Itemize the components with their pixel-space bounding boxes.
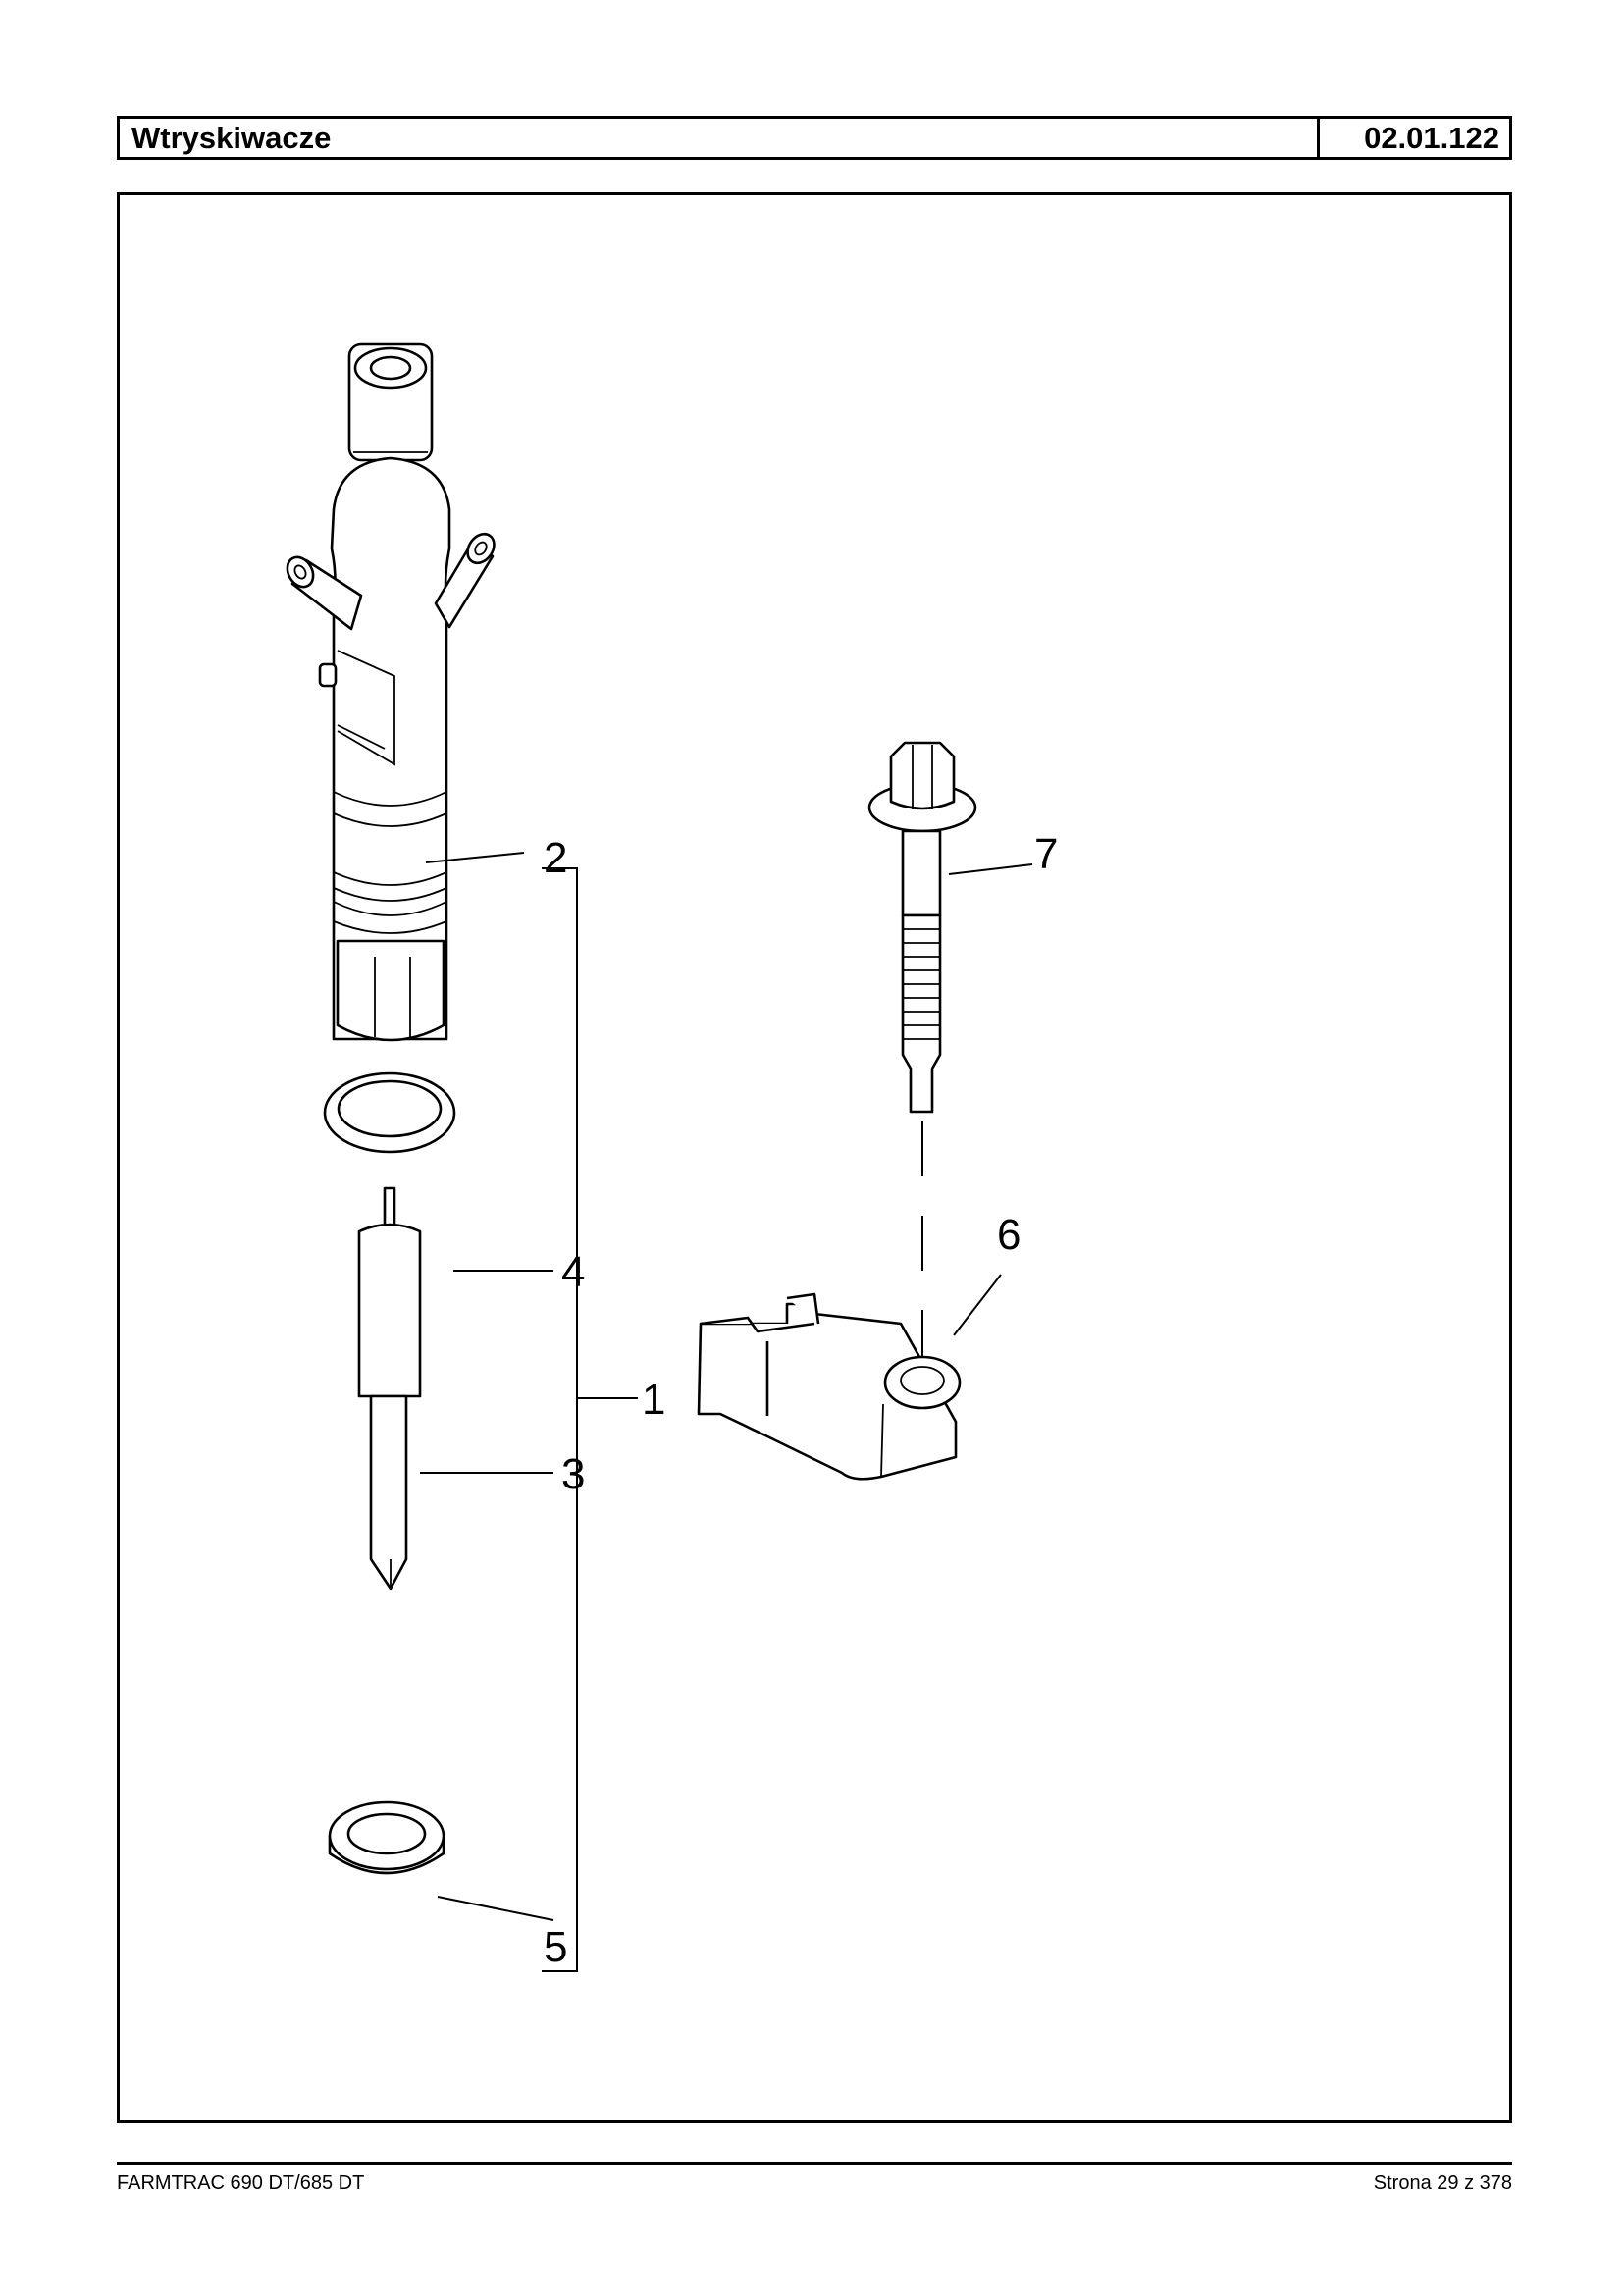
clamp: [697, 1292, 962, 1481]
section-title: Wtryskiwacze: [131, 121, 332, 155]
callout-5: 5: [544, 1923, 567, 1971]
diagram-frame: 2 4 3 5 1 7 6: [117, 192, 1512, 2123]
callout-6: 6: [997, 1211, 1021, 1259]
callout-1: 1: [642, 1376, 665, 1424]
callout-2: 2: [544, 834, 567, 882]
callout-7: 7: [1034, 830, 1058, 878]
callout-3: 3: [561, 1450, 585, 1498]
washer: [328, 1800, 445, 1875]
footer-model: FARMTRAC 690 DT/685 DT: [117, 2172, 365, 2194]
bolt: [867, 741, 977, 1114]
sealing-ring: [323, 1071, 456, 1154]
footer-rule: [117, 2162, 1512, 2165]
footer-page-number: Strona 29 z 378: [1373, 2172, 1512, 2194]
nozzle: [357, 1186, 422, 1591]
callout-4: 4: [561, 1248, 585, 1296]
exploded-parts-diagram: 2 4 3 5 1 7 6: [286, 342, 1058, 1972]
section-code: 02.01.122: [1317, 119, 1509, 157]
page-header: Wtryskiwacze 02.01.122: [117, 116, 1512, 160]
injector-body: [286, 342, 496, 1042]
